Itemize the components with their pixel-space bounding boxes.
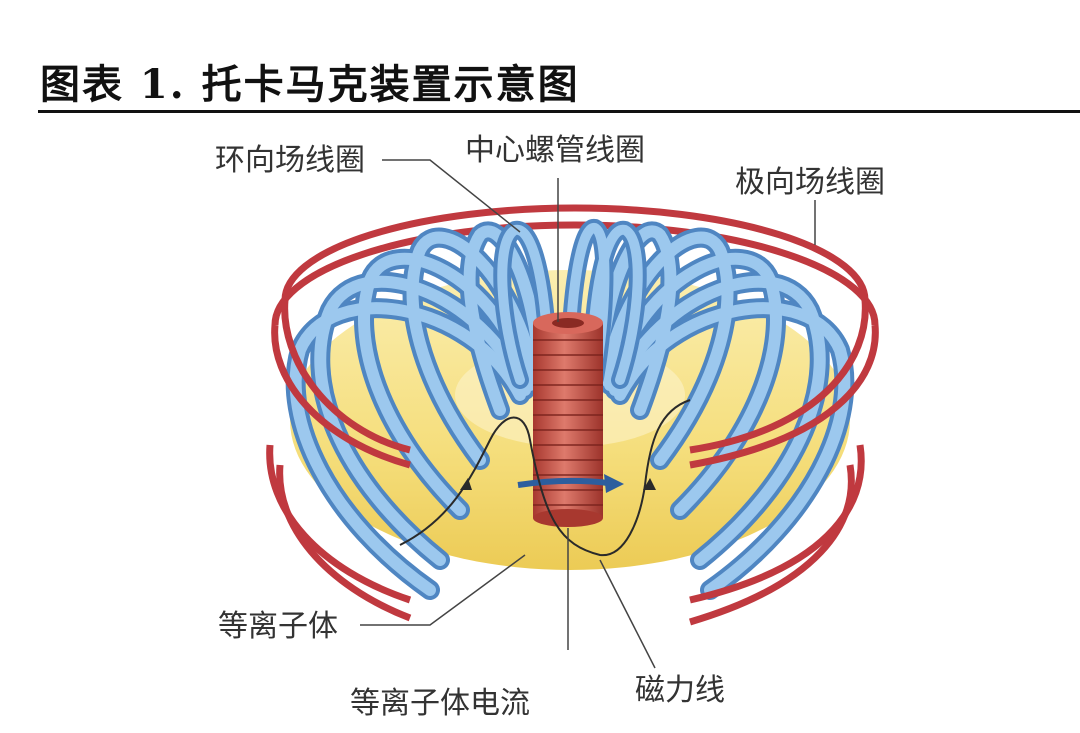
field-line-arrow-right	[643, 478, 656, 490]
label-magnetic-field-line: 磁力线	[635, 673, 725, 708]
leader-magnetic-field	[599, 559, 656, 669]
leader-toroidal-coil	[382, 159, 521, 233]
figure-title: 图表 1. 托卡马克装置示意图	[40, 61, 580, 108]
leader-plasma	[360, 554, 526, 626]
central-solenoid	[533, 312, 603, 527]
label-toroidal-field-coil: 环向场线圈	[215, 143, 365, 178]
plasma-current-arrow	[517, 474, 624, 493]
poloidal-coils-front	[266, 299, 879, 626]
label-central-solenoid: 中心螺管线圈	[465, 133, 645, 168]
toroidal-coils	[285, 219, 855, 600]
field-line-arrow-left	[460, 478, 472, 490]
leader-lines	[360, 159, 816, 669]
label-plasma: 等离子体	[218, 609, 338, 644]
label-poloidal-field-coil: 极向场线圈	[735, 165, 885, 200]
label-plasma-current: 等离子体电流	[350, 686, 530, 721]
magnetic-field-line	[399, 399, 691, 557]
poloidal-coils-back	[271, 204, 879, 326]
title-rule	[38, 110, 1080, 113]
